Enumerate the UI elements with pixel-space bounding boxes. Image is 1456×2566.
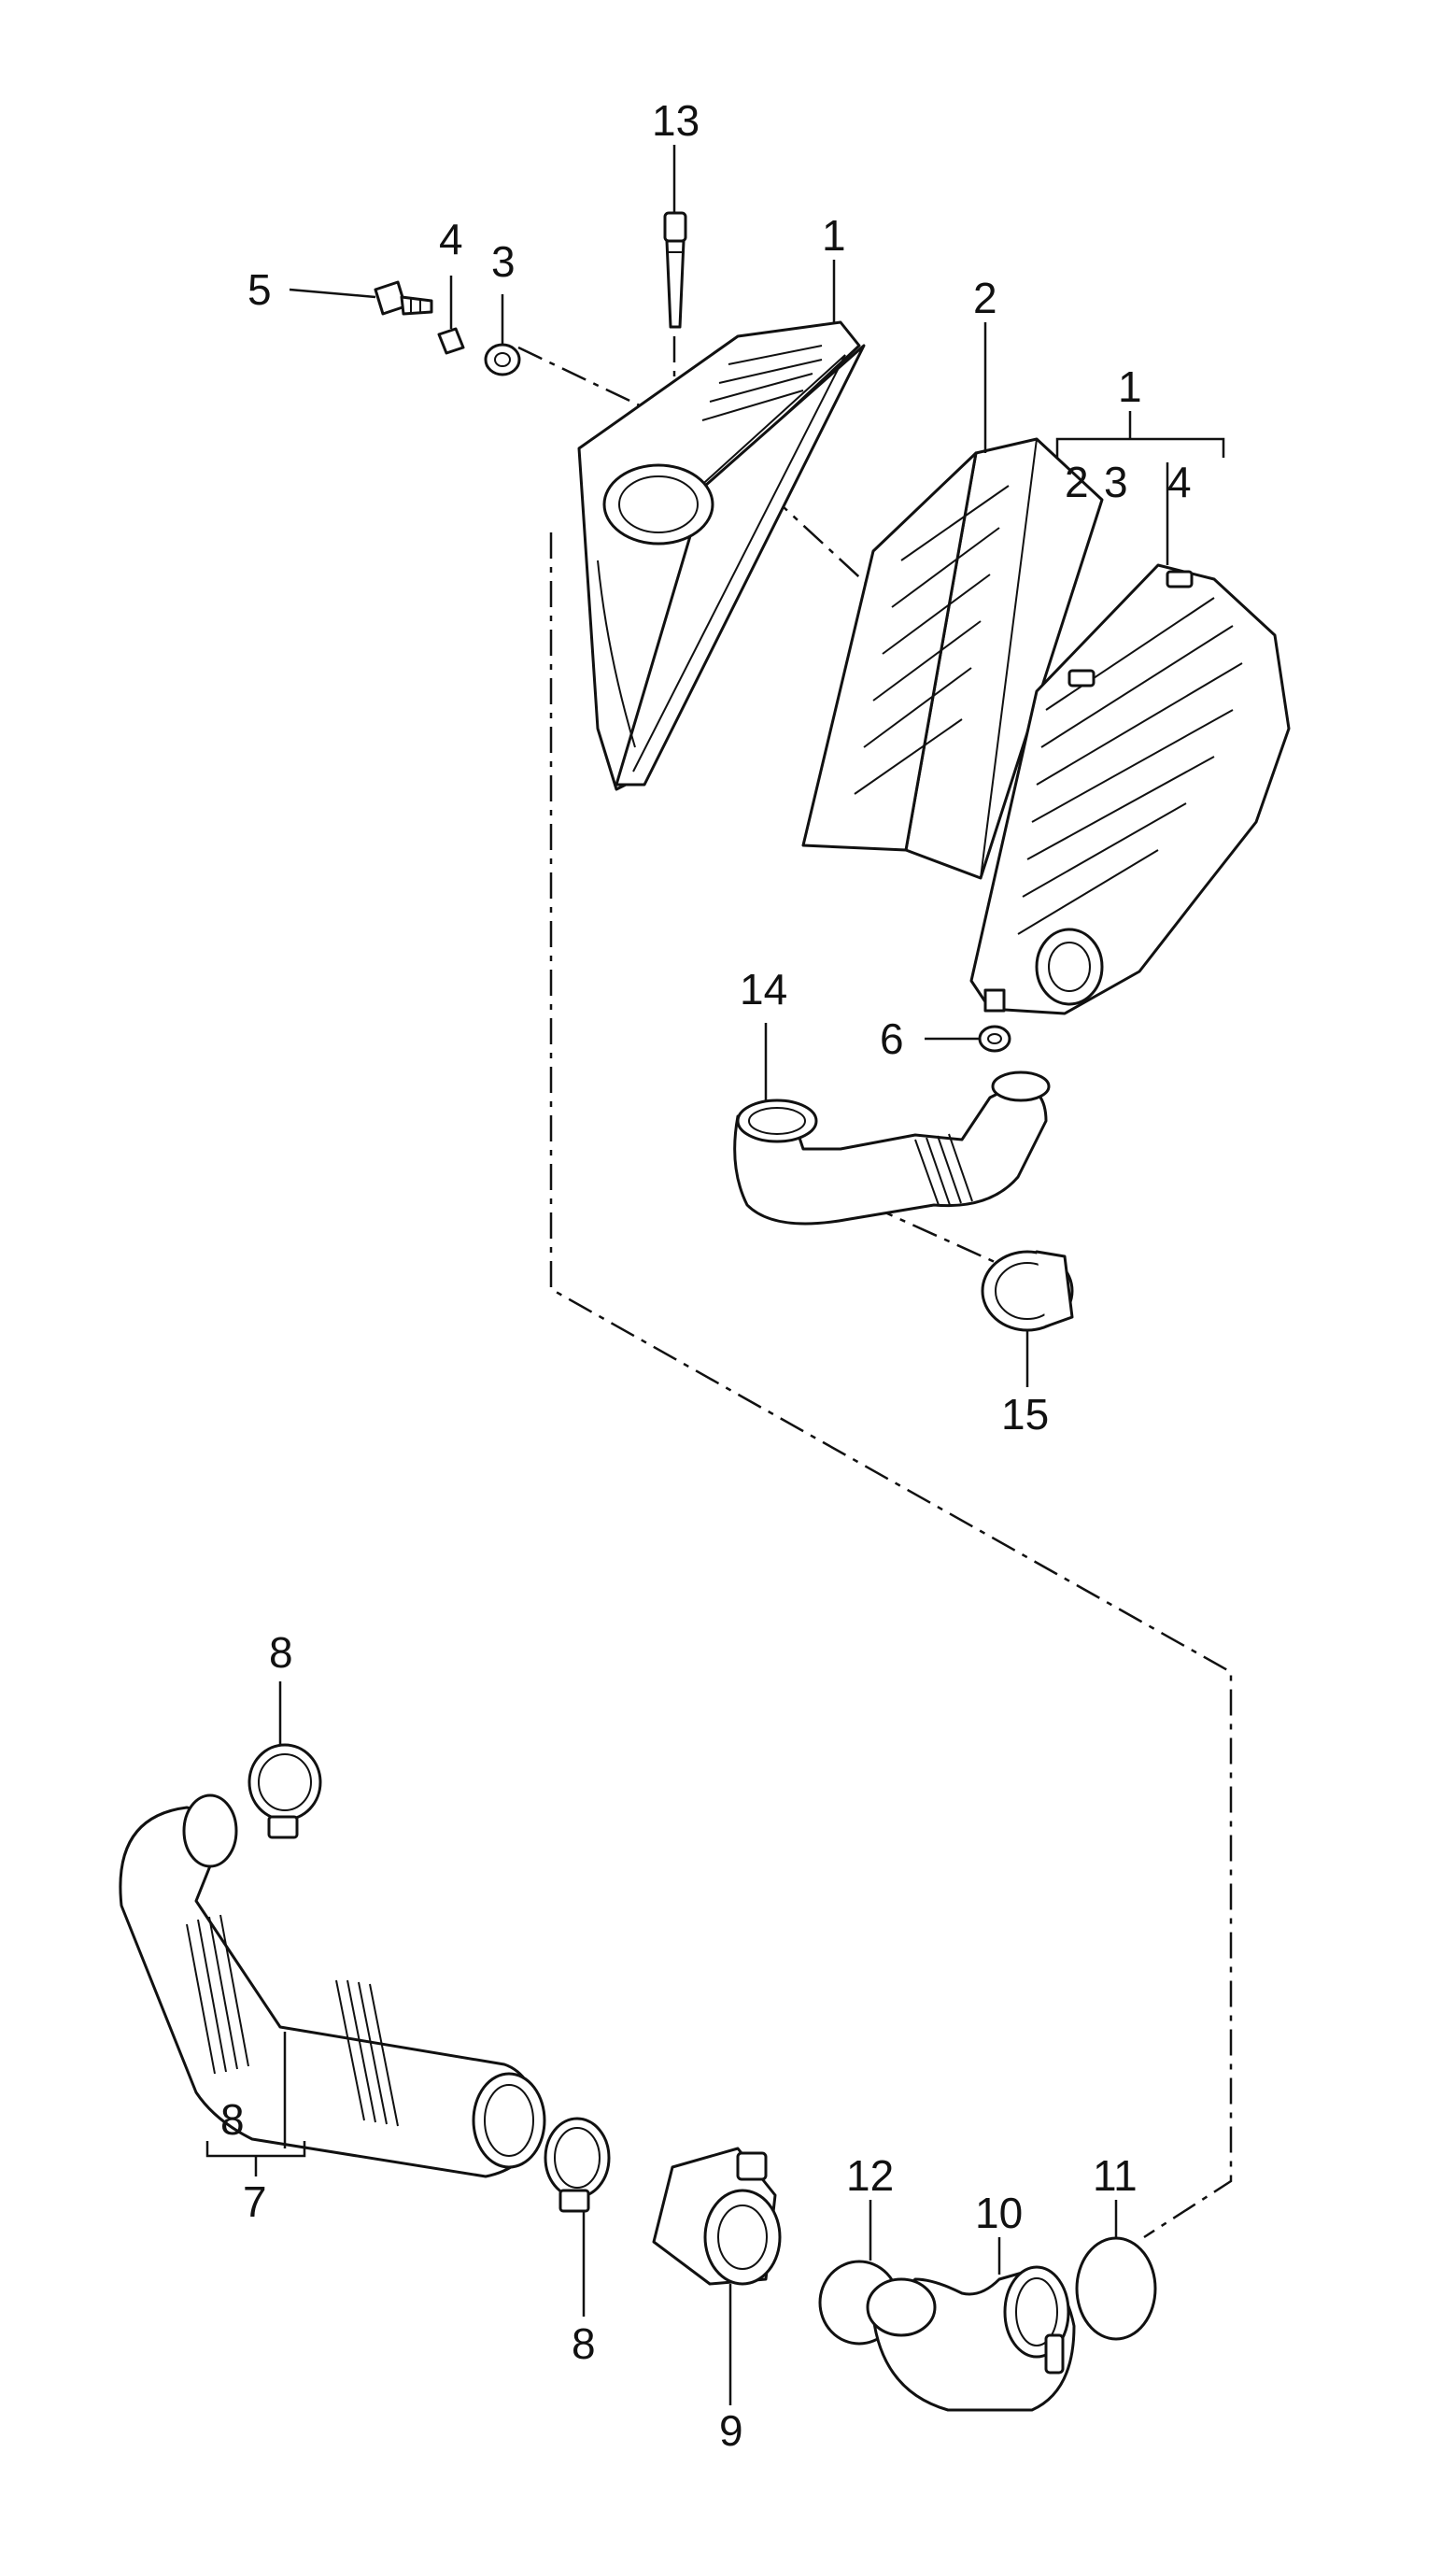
part-11-seal	[1075, 2236, 1157, 2341]
leader-lines	[205, 145, 1225, 2405]
callout-8-bottom: 8	[572, 2319, 596, 2368]
part-14-intake-duct	[733, 1070, 1051, 1226]
callout-1-housing: 1	[1118, 362, 1142, 411]
callout-5: 5	[247, 265, 272, 314]
callout-numbers: 13 1 2 1 2 3 4 5 4 3 14 6 15 8 8 7 8 9 1…	[220, 96, 1192, 2455]
callout-2: 2	[973, 274, 997, 322]
part-1-filter-housing	[969, 563, 1291, 1015]
callout-14: 14	[740, 965, 787, 1014]
part-6-grommet	[978, 1025, 1011, 1053]
part-7-intake-hose	[119, 1793, 546, 2178]
part-4-spacer	[437, 327, 465, 355]
callout-11: 11	[1093, 2151, 1138, 2200]
callout-15: 15	[1001, 1390, 1049, 1439]
callout-7: 7	[243, 2177, 267, 2226]
callout-4: 4	[439, 215, 463, 263]
part-3-grommet	[484, 343, 521, 376]
callout-10: 10	[975, 2189, 1023, 2237]
part-15-seal	[981, 1250, 1074, 1332]
part-8-clamp-bottom	[544, 2117, 611, 2213]
callout-1-sub-4: 4	[1167, 458, 1192, 506]
callout-9: 9	[719, 2406, 743, 2455]
callout-1-cover: 1	[822, 211, 846, 260]
part-13-bolt	[663, 211, 687, 329]
callout-1-sub-2: 2	[1065, 458, 1089, 506]
callout-12: 12	[846, 2151, 894, 2200]
callout-6: 6	[880, 1014, 904, 1063]
callout-13: 13	[652, 96, 700, 145]
callout-1-sub-3: 3	[1104, 458, 1128, 506]
part-9-air-flow-sensor	[652, 2147, 782, 2286]
part-10-elbow-hose	[866, 2265, 1076, 2412]
callout-3: 3	[491, 237, 516, 286]
callout-8-top: 8	[269, 1628, 293, 1677]
part-8-clamp-top	[247, 1743, 322, 1839]
callout-8-kit: 8	[220, 2095, 245, 2144]
part-1-filter-cover	[577, 320, 866, 791]
part-5-bolt	[374, 280, 433, 316]
